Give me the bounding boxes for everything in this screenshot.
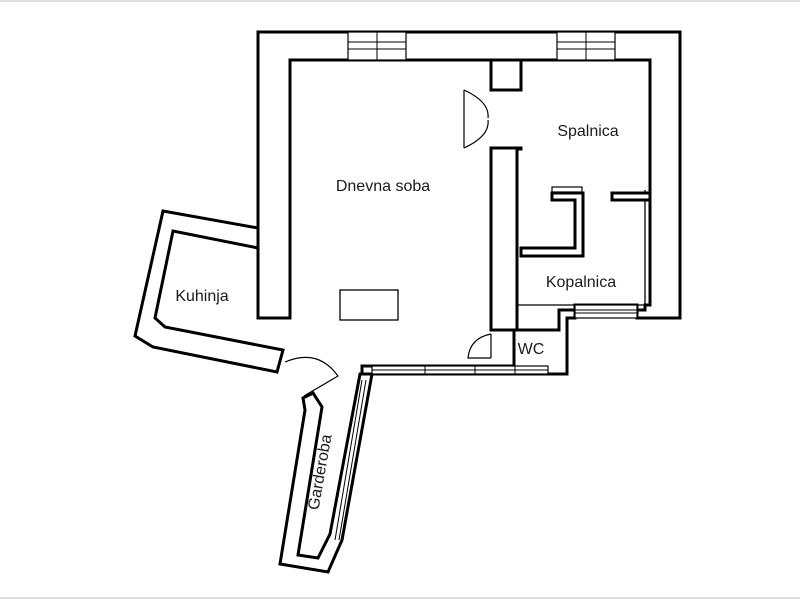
kitchen-wing-walls bbox=[133, 209, 285, 374]
windows bbox=[347, 31, 638, 375]
room-label-living: Dnevna soba bbox=[336, 178, 430, 195]
wardrobe-walls bbox=[278, 372, 374, 574]
room-label-wc: WC bbox=[518, 341, 545, 358]
outer-walls bbox=[256, 30, 682, 376]
table bbox=[339, 289, 399, 321]
room-label-bathroom: Kopalnica bbox=[546, 274, 616, 291]
door-bedroom bbox=[463, 89, 489, 149]
doors bbox=[284, 89, 492, 397]
door-wc bbox=[467, 333, 492, 359]
room-label-bedroom: Spalnica bbox=[557, 123, 618, 140]
room-label-kitchen: Kuhinja bbox=[175, 288, 228, 305]
door-kitchen bbox=[284, 356, 339, 397]
window-bathroom bbox=[574, 304, 638, 319]
partition-walls bbox=[489, 58, 652, 332]
